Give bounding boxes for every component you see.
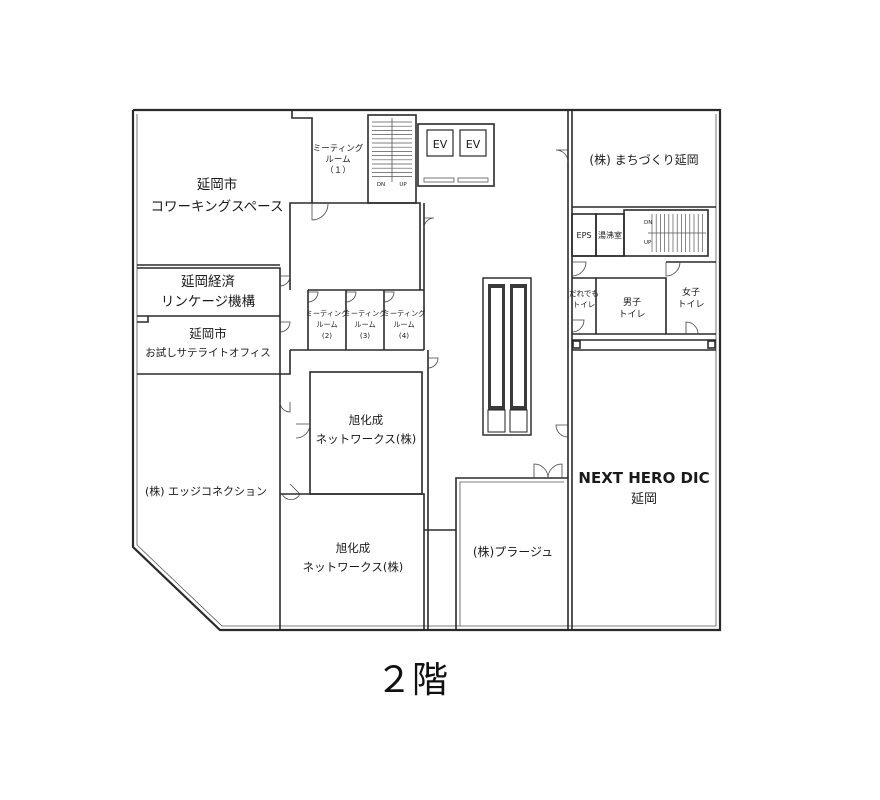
- stair-dn-label: DN: [377, 182, 385, 188]
- elevators: [423, 129, 489, 183]
- room-edge-connection: (株) エッジコネクション: [145, 484, 267, 498]
- room-label-line: ルーム: [316, 320, 337, 329]
- room-asahi-1: 旭化成 ネットワークス(株): [316, 413, 417, 446]
- room-kettle: 湯沸室: [598, 230, 622, 240]
- stair-dn-label: DN: [644, 220, 652, 226]
- room-label-line: 延岡市: [197, 176, 238, 193]
- room-label-line: ミーティング: [313, 143, 364, 154]
- room-label-line: 女子: [682, 286, 700, 298]
- room-men-toilet: 男子 トイレ: [618, 297, 645, 320]
- room-label-line: ルーム: [354, 320, 375, 329]
- room-label-line: (2): [322, 331, 332, 340]
- room-label-line: ミーティング: [306, 309, 349, 318]
- elevator-label: EV: [433, 138, 448, 151]
- room-label-line: 旭化成: [336, 541, 371, 555]
- room-label-line: ルーム: [325, 155, 350, 165]
- room-label-line: （１）: [325, 165, 351, 176]
- room-label-line: ネットワークス(株): [303, 560, 404, 574]
- room-label-line: だれでも: [569, 289, 599, 298]
- room-asahi-2: 旭化成 ネットワークス(株): [303, 541, 404, 574]
- room-label-line: ミーティング: [383, 309, 426, 318]
- room-women-toilet: 女子 トイレ: [677, 286, 704, 310]
- room-meeting-3: ミーティング ルーム (3): [344, 309, 387, 340]
- room-satellite: 延岡市 お試しサテライトオフィス: [145, 326, 271, 359]
- room-label-line: コワーキングスペース: [151, 199, 284, 215]
- room-label-line: 延岡経済: [181, 274, 235, 290]
- room-label-line: トイレ: [618, 310, 645, 320]
- room-machizukuri: (株) まちづくり延岡: [589, 152, 698, 167]
- room-label-line: 延岡市: [189, 326, 227, 341]
- room-label-line: トイレ: [677, 300, 704, 310]
- room-label-line: ミーティング: [344, 309, 387, 318]
- room-meeting-4: ミーティング ルーム (4): [383, 309, 426, 340]
- room-plage: (株)プラージュ: [473, 544, 553, 559]
- room-next-hero: NEXT HERO DIC 延岡: [578, 469, 709, 507]
- stair-left: [372, 118, 412, 182]
- room-eps: EPS: [577, 231, 592, 240]
- escalator: [482, 277, 532, 436]
- stair-up-label: UP: [399, 182, 407, 188]
- room-label-line: トイレ: [573, 300, 596, 309]
- stair-up-label: UP: [644, 240, 652, 246]
- room-label-line: リンケージ機構: [161, 294, 256, 310]
- stair-right: [648, 214, 706, 252]
- room-label-line: ネットワークス(株): [316, 432, 417, 446]
- room-linkage: 延岡経済 リンケージ機構: [161, 274, 256, 310]
- room-label-line: 延岡: [631, 492, 657, 507]
- room-label-line: NEXT HERO DIC: [578, 469, 709, 487]
- room-anyone-toilet: だれでも トイレ: [569, 289, 599, 309]
- building-outline: [131, 108, 722, 632]
- room-label-line: 旭化成: [349, 413, 384, 427]
- room-coworking: 延岡市 コワーキングスペース: [151, 176, 284, 215]
- room-label-line: ルーム: [393, 320, 414, 329]
- room-meeting-2: ミーティング ルーム (2): [306, 309, 349, 340]
- elevator-label: EV: [466, 138, 481, 151]
- room-label-line: 男子: [623, 297, 641, 308]
- room-label-line: (3): [360, 331, 370, 340]
- interior-walls: [137, 110, 716, 630]
- room-label-line: お試しサテライトオフィス: [145, 346, 271, 359]
- floor-label: ２階: [376, 660, 448, 701]
- room-meeting-1: ミーティング ルーム （１）: [313, 143, 364, 176]
- doors: [279, 149, 699, 500]
- room-label-line: (4): [399, 331, 409, 340]
